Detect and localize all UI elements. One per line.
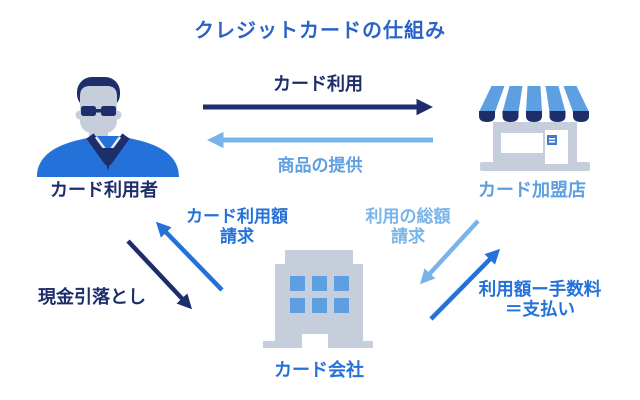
card-merchant-label: カード加盟店 <box>478 180 586 201</box>
glasses-icon <box>81 106 96 116</box>
page-title: クレジットカードの仕組み <box>194 18 446 42</box>
cash-withdrawal-label: 現金引落とし <box>38 287 146 308</box>
shop-window <box>501 133 543 153</box>
total-billing-label: 利用の総額 請求 <box>365 207 451 247</box>
building-door <box>302 334 328 348</box>
card-sticker-icon <box>547 135 557 145</box>
office-building-icon <box>263 250 373 348</box>
billing-user-label: カード利用額 請求 <box>186 207 288 247</box>
card-user-label: カード利用者 <box>50 180 158 201</box>
card-company-label: カード会社 <box>274 360 364 381</box>
necktie-icon <box>102 148 114 171</box>
building-window <box>290 276 305 291</box>
business-person-icon <box>37 77 179 177</box>
goods-provision-label: 商品の提供 <box>277 156 363 176</box>
payment-label: 利用額ー手数料 ＝支払い <box>478 280 602 320</box>
card-use-label: カード利用 <box>273 74 363 95</box>
storefront-icon <box>479 86 590 171</box>
